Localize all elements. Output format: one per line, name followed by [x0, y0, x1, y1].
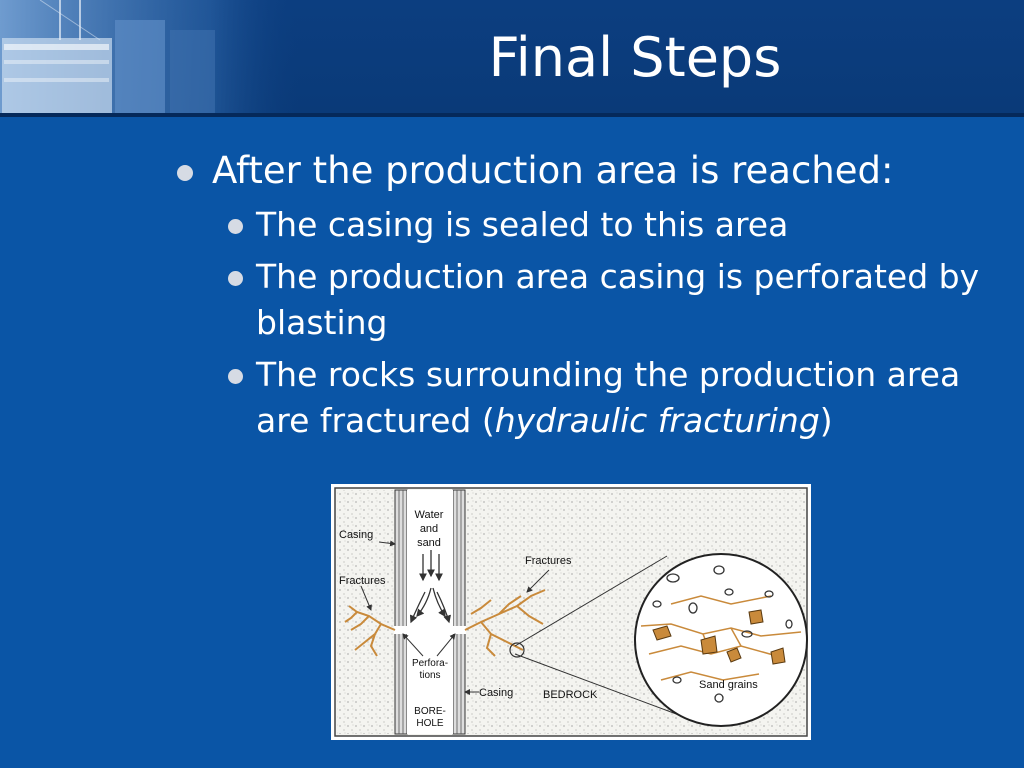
label-perforations-2: tions	[419, 670, 440, 681]
label-sand: sand	[417, 537, 441, 549]
bullet-level2: The casing is sealed to this area	[172, 202, 992, 248]
label-sand-grains: Sand grains	[699, 679, 758, 691]
bullet-text: After the production area is reached:	[212, 149, 894, 192]
label-borehole-2: HOLE	[416, 718, 444, 729]
bullet-list: After the production area is reached: Th…	[172, 146, 992, 444]
header-divider	[0, 113, 1024, 117]
label-perforations-1: Perfora-	[412, 658, 448, 669]
bullet-level1: After the production area is reached:	[172, 146, 992, 196]
label-bedrock: BEDROCK	[543, 689, 598, 701]
bullet-text-suffix: )	[819, 401, 833, 440]
label-casing-left: Casing	[339, 529, 373, 541]
bullet-dot-icon	[228, 369, 243, 384]
flow-arrows	[409, 550, 451, 624]
bullet-text-prefix: The rocks surrounding the production are…	[256, 355, 961, 440]
bullet-dot-icon	[228, 219, 243, 234]
slide-title: Final Steps	[488, 26, 782, 89]
label-and: and	[420, 523, 438, 535]
label-fractures-left: Fractures	[339, 575, 386, 587]
bullet-text: The casing is sealed to this area	[256, 205, 789, 244]
magnified-view-circle	[634, 553, 808, 727]
diagram-svg: Casing Fractures Water and sand Fracture…	[334, 487, 808, 737]
label-fractures-right: Fractures	[525, 555, 572, 567]
label-casing-bottom: Casing	[479, 687, 513, 699]
left-fracture-lines	[344, 605, 396, 657]
bullet-text: The production area casing is perforated…	[256, 257, 980, 342]
bullet-text-italic: hydraulic fracturing	[494, 401, 820, 440]
bullet-level2: The rocks surrounding the production are…	[172, 352, 992, 444]
header-oil-tanks-image	[0, 0, 300, 113]
bullet-dot-icon	[228, 271, 243, 286]
bullet-dot-icon	[177, 165, 193, 181]
label-borehole-1: BORE-	[414, 706, 446, 717]
bullet-level2: The production area casing is perforated…	[172, 254, 992, 346]
label-water: Water	[415, 509, 444, 521]
hydraulic-fracturing-diagram: Casing Fractures Water and sand Fracture…	[331, 484, 811, 740]
